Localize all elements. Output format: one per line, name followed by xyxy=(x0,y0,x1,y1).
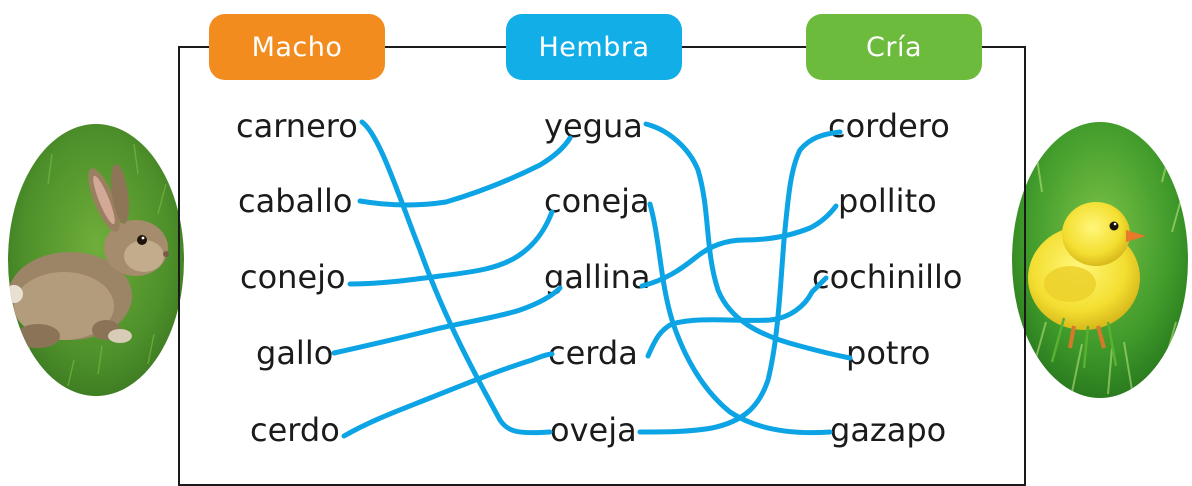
connector-oveja-cordero xyxy=(637,129,843,435)
word-cria[interactable]: cordero xyxy=(828,107,950,145)
connector-cerda-cochinillo xyxy=(645,275,829,359)
chick-photo xyxy=(1012,122,1188,398)
word-macho[interactable]: gallo xyxy=(256,334,334,372)
word-macho[interactable]: caballo xyxy=(238,182,353,220)
connector-gallo-gallina xyxy=(331,285,563,356)
word-cria[interactable]: potro xyxy=(846,334,931,372)
word-hembra[interactable]: oveja xyxy=(550,411,637,449)
word-cria[interactable]: pollito xyxy=(838,182,937,220)
word-cria[interactable]: gazapo xyxy=(830,411,947,449)
connector-cerdo-cerda xyxy=(341,351,555,439)
connector-yegua-potro xyxy=(643,121,853,361)
word-macho[interactable]: conejo xyxy=(240,258,346,296)
word-hembra[interactable]: yegua xyxy=(544,107,643,145)
word-macho[interactable]: carnero xyxy=(236,107,358,145)
matching-exercise: Macho Hembra Cría carnero caballo conejo… xyxy=(8,14,1188,486)
word-hembra[interactable]: coneja xyxy=(544,182,650,220)
header-cria: Cría xyxy=(806,14,982,80)
connector-caballo-yegua xyxy=(357,135,573,208)
connector-conejo-coneja xyxy=(347,209,555,287)
word-macho[interactable]: cerdo xyxy=(250,411,340,449)
header-macho: Macho xyxy=(209,14,385,80)
word-cria[interactable]: cochinillo xyxy=(812,258,963,296)
connector-carnero-oveja xyxy=(359,119,553,436)
rabbit-photo xyxy=(8,124,184,396)
connector-lines xyxy=(331,119,853,439)
word-hembra[interactable]: cerda xyxy=(548,334,638,372)
header-hembra: Hembra xyxy=(506,14,682,80)
connector-coneja-gazapo xyxy=(647,201,833,436)
connector-gallina-pollito xyxy=(639,203,839,289)
